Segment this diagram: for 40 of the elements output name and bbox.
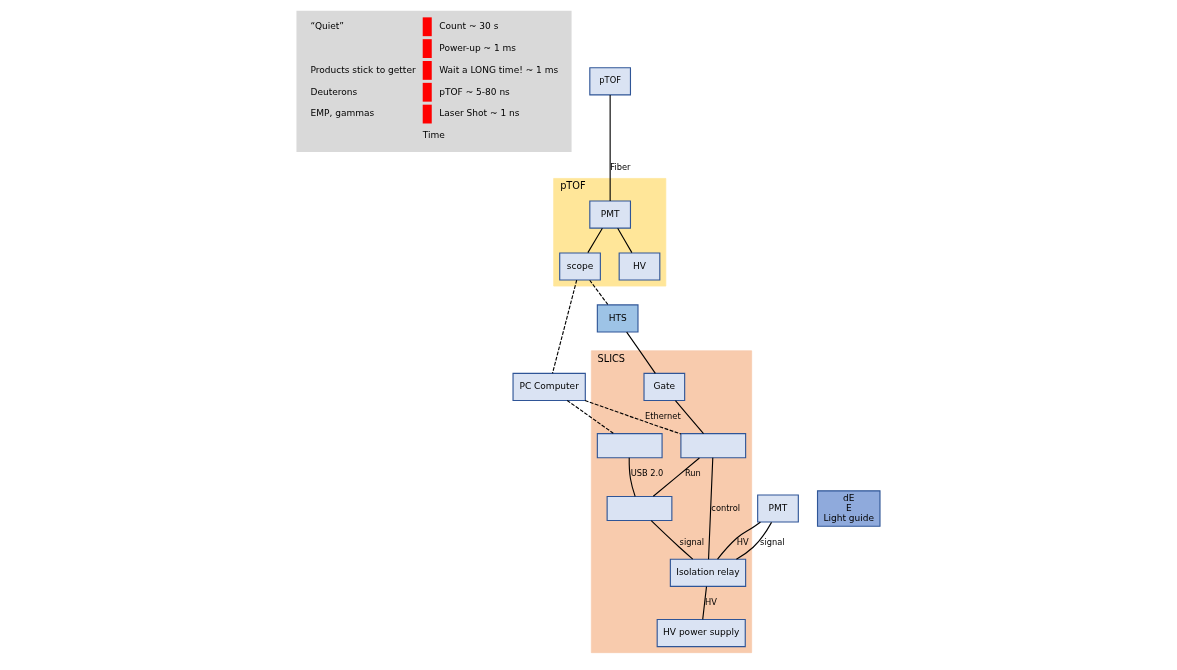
- edge-label: Fiber: [610, 162, 631, 172]
- connector: [584, 399, 682, 435]
- node-box: Isolation relay: [669, 558, 747, 587]
- node-box: HV: [618, 252, 661, 281]
- connector: [735, 521, 773, 560]
- connector: [566, 399, 615, 435]
- node-box: HTS: [596, 304, 639, 333]
- connector: [587, 227, 603, 254]
- connector: [589, 279, 609, 306]
- edge-label: HV: [705, 597, 717, 608]
- node-box: PMT: [589, 200, 632, 229]
- connector: [707, 457, 714, 560]
- connector: [626, 331, 656, 374]
- connector: [702, 586, 708, 620]
- connector: [551, 279, 578, 374]
- connector: [617, 227, 633, 254]
- edge-label: signal: [679, 536, 705, 547]
- connector: [609, 94, 611, 202]
- node-box: PMT: [757, 494, 799, 523]
- node-box: HV power supply: [656, 618, 746, 648]
- edge-label: USB 2.0: [630, 468, 664, 479]
- node-box: PC Computer: [512, 372, 586, 402]
- connector: [628, 457, 636, 497]
- edge-label: Run: [685, 468, 701, 479]
- node-box: [680, 433, 747, 459]
- node-box: “Quiet” Count ~ 30 s Power-up ~ 1 ms Products stick to getter Wait a LONG time! ~ 1 ms Deuterons pTOF ~ 5-80 ns EMP, gammas Laser Shot ~ 1 ns Time: [296, 10, 572, 152]
- node-box: Gate: [643, 372, 686, 402]
- node-box: dE E Light guide: [816, 490, 881, 527]
- connector: [674, 400, 705, 435]
- node-box: [606, 495, 673, 522]
- connector: [717, 521, 762, 560]
- node-box: pTOF: [589, 67, 632, 96]
- node-box: scope: [559, 252, 601, 281]
- edge-label: HV: [736, 536, 749, 547]
- connector: [650, 520, 694, 560]
- edge-label: signal: [760, 536, 785, 547]
- edge-label: control: [711, 502, 741, 513]
- connector: [652, 457, 700, 497]
- edge-label: Ethernet: [645, 411, 681, 422]
- node-box: [596, 433, 663, 459]
